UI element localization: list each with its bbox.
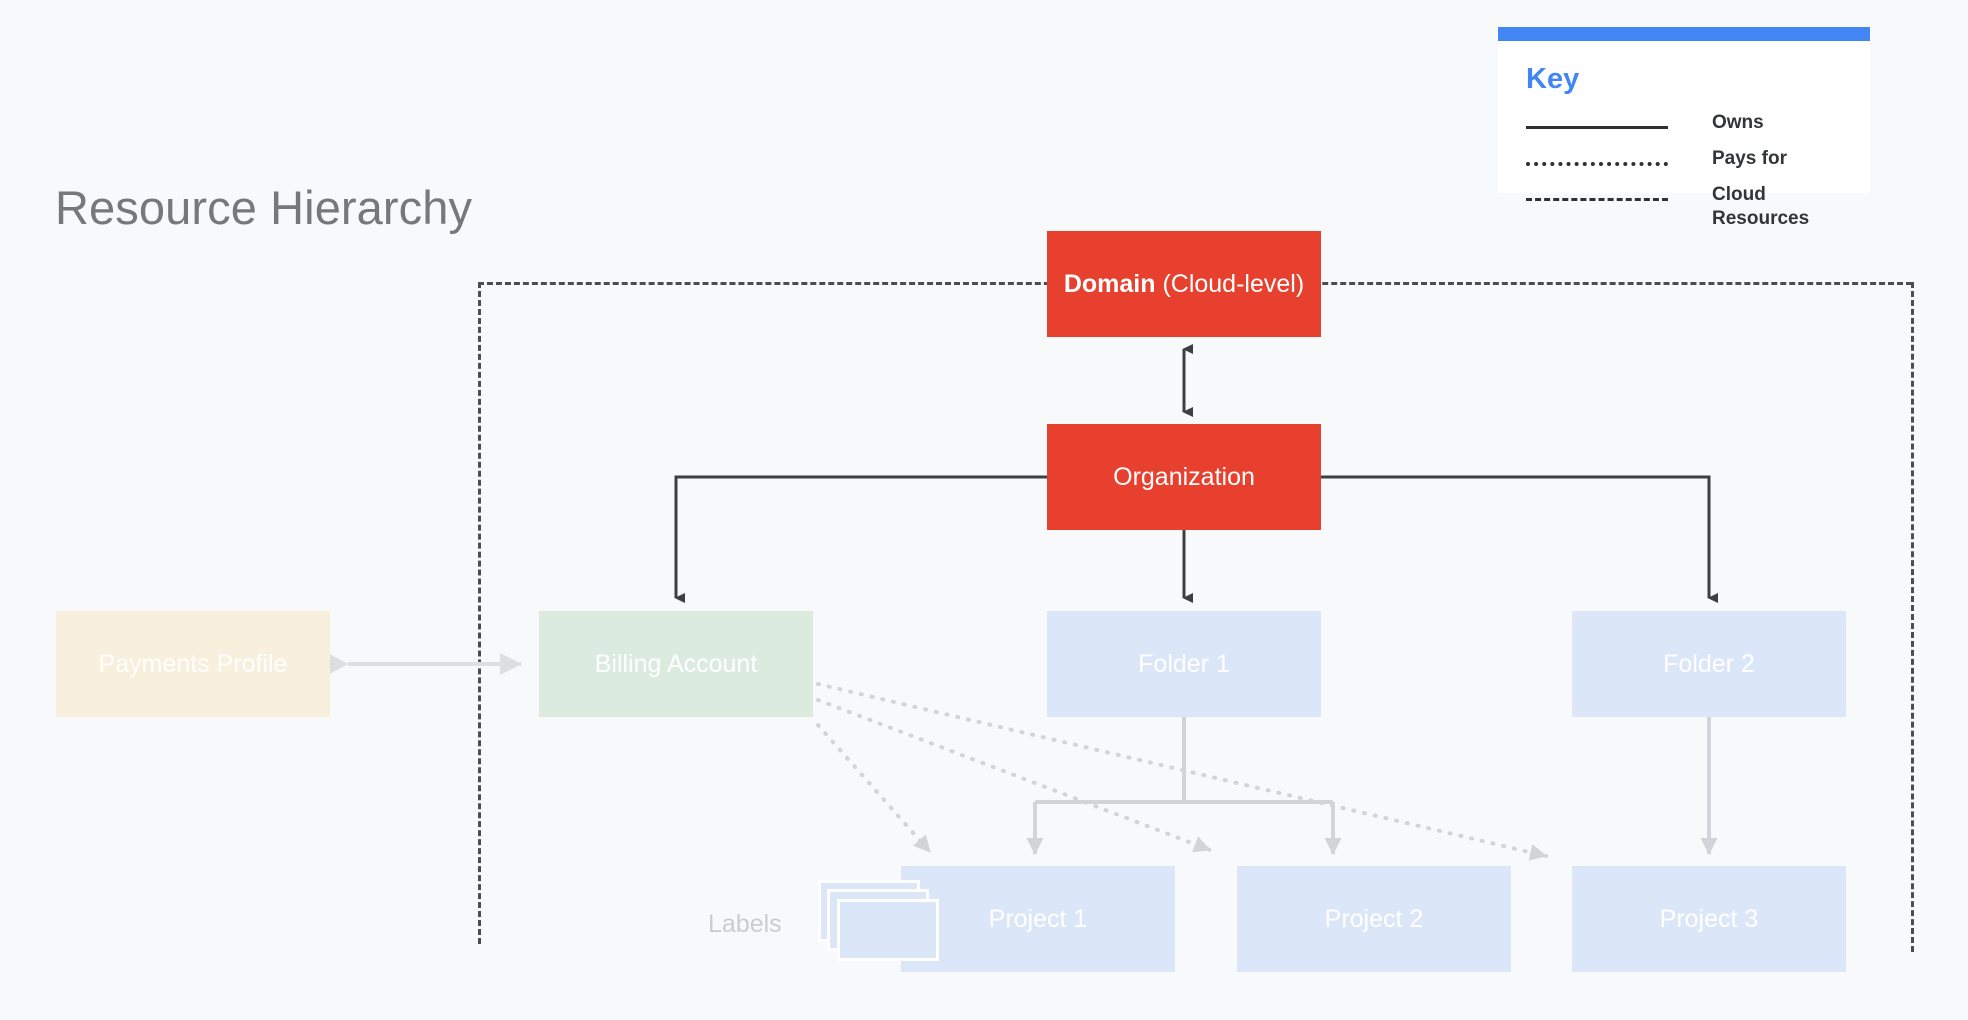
node-billing-account[interactable]: Billing Account xyxy=(539,611,813,717)
node-organization[interactable]: Organization xyxy=(1047,424,1321,530)
key-legend-body: Key Owns Pays for Cloud Resources xyxy=(1498,41,1870,229)
node-folder-2[interactable]: Folder 2 xyxy=(1572,611,1846,717)
key-sample-dotted-line-icon xyxy=(1526,162,1668,166)
node-folder-2-label: Folder 2 xyxy=(1663,649,1755,678)
labels-group-label: Labels xyxy=(708,910,782,938)
edge-organization-folder2 xyxy=(1321,475,1718,603)
node-project-2[interactable]: Project 2 xyxy=(1237,866,1511,972)
node-folder-1-label: Folder 1 xyxy=(1138,649,1230,678)
label-card-front-icon xyxy=(837,899,939,961)
node-billing-account-label: Billing Account xyxy=(594,649,758,678)
node-organization-label: Organization xyxy=(1113,462,1255,491)
node-domain-label-strong: Domain xyxy=(1063,269,1156,298)
node-domain[interactable]: Domain (Cloud-level) xyxy=(1047,231,1321,337)
page-title: Resource Hierarchy xyxy=(55,181,473,234)
node-domain-label-rest: (Cloud-level) xyxy=(1155,269,1305,298)
node-project-1-label: Project 1 xyxy=(988,904,1088,933)
key-legend-card: Key Owns Pays for Cloud Resources xyxy=(1498,27,1870,229)
key-label-pays-for: Pays for xyxy=(1712,148,1787,169)
edge-billing-pays-project1 xyxy=(816,723,932,854)
node-folder-1[interactable]: Folder 1 xyxy=(1047,611,1321,717)
node-project-2-label: Project 2 xyxy=(1324,904,1424,933)
key-row-cloud-resources: Cloud Resources xyxy=(1526,183,1856,229)
node-payments-profile-label: Payments Profile xyxy=(98,649,288,678)
edge-folder1-projects xyxy=(1026,717,1342,855)
key-label-owns: Owns xyxy=(1712,112,1764,133)
key-sample-solid-line-icon xyxy=(1526,126,1668,129)
labels-card-stack[interactable] xyxy=(818,880,948,972)
key-sample-dashed-line-icon xyxy=(1526,198,1668,201)
cloud-boundary-right-edge xyxy=(1911,282,1914,952)
key-label-cloud-resources: Cloud Resources xyxy=(1712,184,1810,229)
key-row-pays-for: Pays for xyxy=(1526,147,1856,181)
node-payments-profile[interactable]: Payments Profile xyxy=(56,611,330,717)
cloud-boundary-left-edge xyxy=(478,282,481,944)
key-accent-bar xyxy=(1498,27,1870,41)
node-project-1[interactable]: Project 1 xyxy=(901,866,1175,972)
key-heading: Key xyxy=(1526,63,1580,95)
key-row-owns: Owns xyxy=(1526,111,1856,145)
node-project-3-label: Project 3 xyxy=(1659,904,1759,933)
node-domain-label: Domain (Cloud-level) xyxy=(1064,270,1304,299)
edge-organization-billing xyxy=(674,475,1047,603)
node-project-3[interactable]: Project 3 xyxy=(1572,866,1846,972)
edge-billing-pays-project2 xyxy=(816,698,1212,853)
